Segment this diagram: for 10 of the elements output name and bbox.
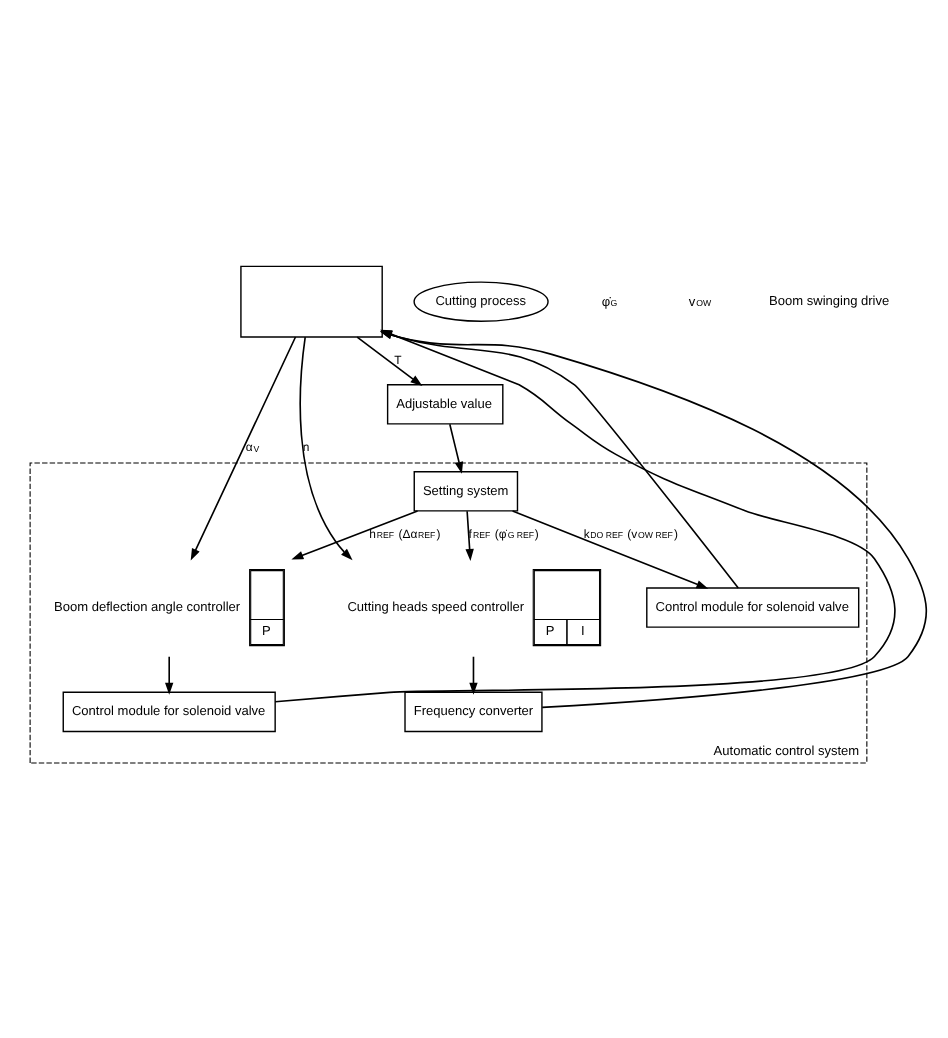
arrow [190,336,297,561]
arrow [165,655,174,695]
arrow [291,510,419,560]
arrow [299,336,353,561]
arrow [449,423,464,474]
node-box [240,265,383,338]
arrow [469,655,478,695]
arrow [465,510,474,562]
arrow [356,336,423,387]
arrow [511,510,709,589]
